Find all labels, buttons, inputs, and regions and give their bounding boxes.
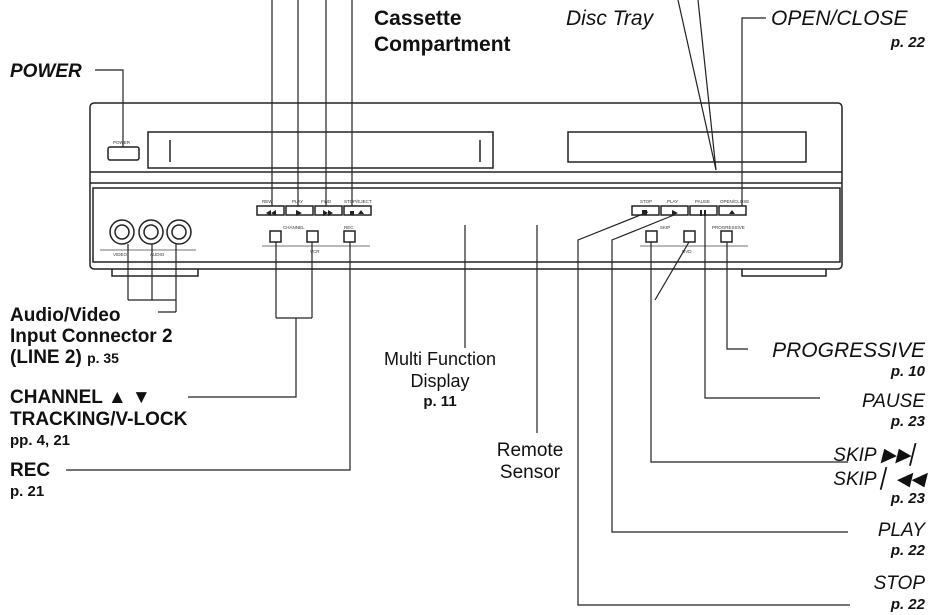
open-close-icon [729,210,735,214]
panel-rec-text: REC [344,225,354,230]
rewind-icon [266,210,276,216]
av-input-label-2: Input Connector 2 [10,326,173,347]
disc-tray[interactable] [567,131,807,163]
panel-power-text: POWER [113,140,131,145]
panel-dvd-text: DVD [682,249,692,254]
unit-body [89,102,843,270]
remote-sensor-label: Remote [496,440,564,461]
tracking-label: TRACKING/V-LOCK [10,409,188,430]
stop-page: p. 22 [890,596,925,613]
skip-back-label: SKIP ▏◀◀ [833,469,925,490]
panel-channel-text: CHANNEL [283,225,305,230]
panel-stop-text: STOP [640,199,652,204]
panel-play-dvd-text: PLAY [667,199,678,204]
progressive-label: PROGRESSIVE [772,339,925,362]
av-input-line: (LINE 2) [10,347,82,368]
skip-forward-label: SKIP ▶▶▏ [833,445,925,466]
tracking-page: pp. 4, 21 [10,432,71,449]
pause-icon [700,210,706,216]
stop-label: STOP [873,573,925,594]
channel-down-button[interactable] [269,230,282,243]
remote-sensor-label-2: Sensor [499,462,561,483]
audio-jack-left[interactable] [138,219,164,245]
dvd-play-icon [672,210,678,216]
stop-icon [350,211,354,215]
rec-page: p. 21 [10,483,45,500]
skip-back-button[interactable] [645,230,658,243]
panel-audio-text: AUDIO [150,252,165,257]
channel-label: CHANNEL ▲ ▼ [10,387,151,408]
pause-page: p. 23 [890,413,925,430]
panel-video-text: VIDEO [113,252,128,257]
dvd-open-close-button[interactable] [718,205,747,216]
channel-up-button[interactable] [306,230,319,243]
pause-label: PAUSE [861,391,925,412]
panel-rew-text: REW [262,199,273,204]
dvd-stop-icon [642,210,647,215]
cassette-compartment-label: Cassette [374,7,462,30]
audio-jack-right[interactable] [166,219,192,245]
play-icon [296,210,302,216]
play-page: p. 22 [890,542,925,559]
panel-vcr-text: VCR [310,249,320,254]
multi-function-display-page: p. 11 [423,393,457,410]
open-close-label: OPEN/CLOSE [771,7,908,30]
panel-progressive-text: PROGRESSIVE [712,225,745,230]
panel-stop-eject-text: STOP/EJECT [344,199,372,204]
skip-fwd-button[interactable] [683,230,696,243]
av-input-page: p. 35 [87,350,119,366]
multi-function-display-label-2: Display [410,371,470,391]
progressive-page: p. 10 [890,363,925,380]
rec-button[interactable] [343,230,356,243]
power-button[interactable] [107,146,140,161]
eject-icon [358,210,364,214]
cassette-compartment-label-2: Compartment [374,33,511,56]
progressive-button[interactable] [720,230,733,243]
fast-forward-icon [323,210,333,216]
av-input-label-3: (LINE 2) p. 35 [10,348,119,367]
multi-function-display-label: Multi Function [383,349,497,369]
panel-pause-text: PAUSE [695,199,710,204]
dvd-pause-button[interactable] [689,205,718,216]
skip-page: p. 23 [890,490,925,507]
vcr-play-button[interactable] [285,205,314,216]
panel-skip-text: SKIP [660,225,670,230]
panel-openclose-text: OPEN/CLOSE [720,199,749,204]
disc-tray-label: Disc Tray [566,7,654,30]
cassette-compartment[interactable] [147,131,494,169]
open-close-page: p. 22 [890,34,925,51]
av-input-label-1: Audio/Video [10,305,121,326]
power-label: POWER [10,61,82,82]
vcr-stop-eject-button[interactable] [343,205,372,216]
rec-label: REC [10,460,51,481]
dvd-play-button[interactable] [660,205,689,216]
video-jack[interactable] [109,219,135,245]
play-label: PLAY [877,520,925,541]
